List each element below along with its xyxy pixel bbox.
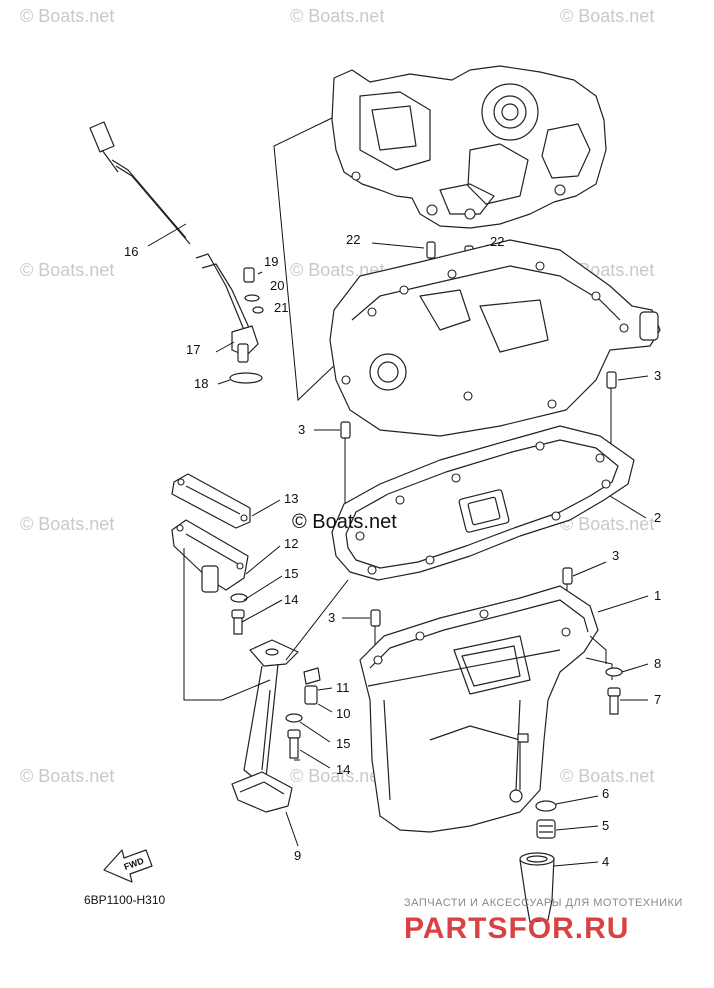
watermark: © Boats.net (290, 260, 384, 280)
callout-3: 3 (612, 548, 619, 563)
callout-15: 15 (284, 566, 298, 581)
callout-5: 5 (602, 818, 609, 833)
watermark: © Boats.net (290, 766, 384, 786)
callout-22: 22 (346, 232, 360, 247)
callout-20: 20 (270, 278, 284, 293)
oil-pan (359, 585, 613, 833)
callout-9: 9 (294, 848, 301, 863)
dipstick (89, 121, 191, 247)
engine-block (331, 65, 607, 229)
callout-21: 21 (274, 300, 288, 315)
callout-3: 3 (328, 610, 335, 625)
callout-11: 11 (336, 680, 350, 695)
drain-plug-group (519, 800, 557, 923)
callout-1: 1 (654, 588, 661, 603)
oil-strainer (231, 639, 299, 813)
watermark: © Boats.net (560, 766, 654, 786)
callout-17: 17 (186, 342, 200, 357)
callout-16: 16 (124, 244, 138, 259)
callout-13: 13 (284, 491, 298, 506)
bolt-washer-7-8 (605, 667, 623, 715)
callout-12: 12 (284, 536, 298, 551)
watermark: © Boats.net (20, 514, 114, 534)
strainer-fasteners (285, 667, 321, 759)
shop-branding: ЗАПЧАСТИ И АКСЕССУАРЫ ДЛЯ МОТОТЕХНИКИ PA… (404, 897, 683, 945)
watermark: © Boats.net (20, 260, 114, 280)
callout-6: 6 (602, 786, 609, 801)
watermark: © Boats.net (20, 6, 114, 26)
watermark: © Boats.net (560, 6, 654, 26)
callout-14: 14 (336, 762, 350, 777)
callout-4: 4 (602, 854, 609, 869)
callout-22: 22 (490, 234, 504, 249)
callout-labels: 1 2 3 3 3 3 4 5 6 7 8 9 10 11 12 13 14 1… (124, 232, 661, 869)
exhaust-guide-plate (329, 239, 661, 437)
watermark-center: © Boats.net (292, 511, 397, 533)
callout-8: 8 (654, 656, 661, 671)
shop-logo: PARTSFOR.RU (404, 912, 629, 945)
assembly-bracket (273, 117, 341, 402)
callout-10: 10 (336, 706, 350, 721)
watermark: © Boats.net (20, 766, 114, 786)
plate-gasket-12-13 (171, 473, 251, 593)
callout-2: 2 (654, 510, 661, 525)
diagram-code: 6BP1100-H310 (84, 893, 165, 907)
left-bracket-lines (183, 548, 349, 761)
bolts-14-15-left (230, 593, 248, 635)
watermark: © Boats.net (560, 514, 654, 534)
callout-15: 15 (336, 736, 350, 751)
callout-3: 3 (298, 422, 305, 437)
callout-7: 7 (654, 692, 661, 707)
dipstick-guide (195, 253, 264, 385)
watermark-layer: © Boats.net © Boats.net © Boats.net © Bo… (20, 6, 654, 786)
callout-18: 18 (194, 376, 208, 391)
watermark: © Boats.net (290, 6, 384, 26)
shop-tagline: ЗАПЧАСТИ И АКСЕССУАРЫ ДЛЯ МОТОТЕХНИКИ (404, 897, 683, 909)
callout-19: 19 (264, 254, 278, 269)
fwd-arrow-icon: FWD (103, 849, 153, 883)
callout-3: 3 (654, 368, 661, 383)
oil-pan-gasket (331, 425, 635, 581)
callout-14: 14 (284, 592, 298, 607)
callout-leaders (241, 495, 649, 867)
